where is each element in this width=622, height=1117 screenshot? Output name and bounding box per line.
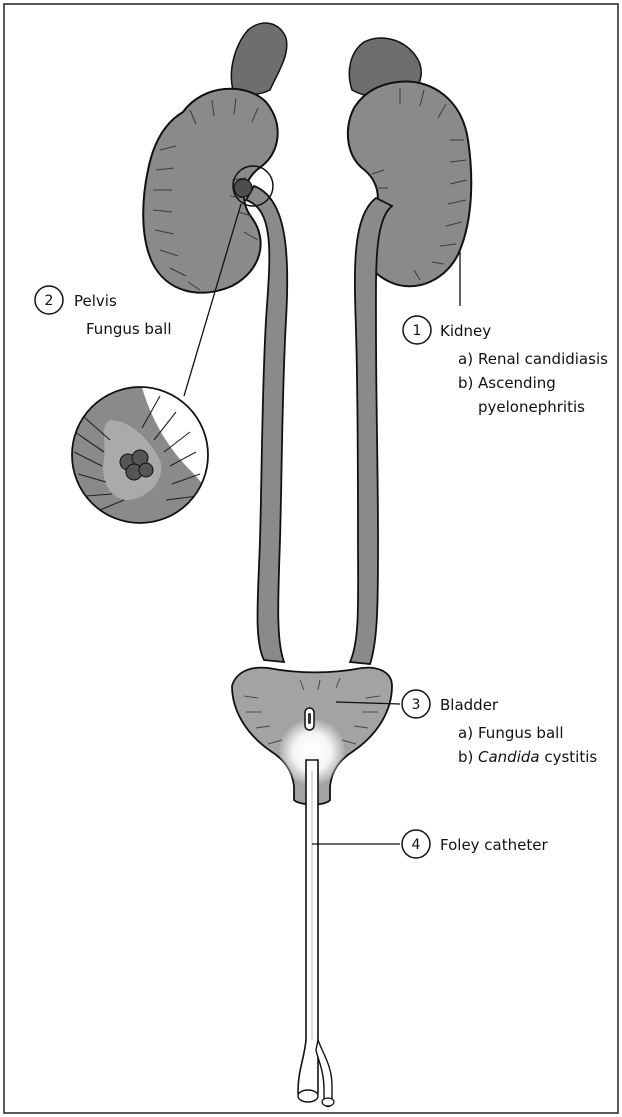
- callout-number: 1: [413, 323, 422, 339]
- callout-item-text: pyelonephritis: [478, 398, 585, 416]
- callout-foley-catheter: 4 Foley catheter: [402, 830, 548, 858]
- callout-kidney: 1 Kidney a) Renal candidiasis b) Ascendi…: [403, 316, 608, 416]
- callout-item-text: Fungus ball: [86, 320, 171, 338]
- callout-number: 4: [412, 837, 421, 853]
- callout-bladder: 3 Bladder a) Fungus ball b) Candida cyst…: [402, 690, 597, 766]
- callout-pelvis: 2 Pelvis Fungus ball: [35, 286, 171, 338]
- left-adrenal-gland: [231, 23, 286, 94]
- callout-item-marker: b): [458, 374, 473, 392]
- callout-title: Foley catheter: [440, 836, 548, 854]
- pelvis-zoom-inset: [60, 380, 220, 530]
- callout-item-marker: a): [458, 350, 473, 368]
- callout-item-marker: a): [458, 724, 473, 742]
- foley-catheter: [298, 760, 334, 1107]
- callout-item-text: Ascending: [478, 374, 556, 392]
- callout-item-text: Candida cystitis: [478, 748, 597, 766]
- callout-number: 3: [412, 697, 421, 713]
- callout-title: Kidney: [440, 322, 491, 340]
- pelvis-fungus-ball: [234, 179, 252, 197]
- callout-number: 2: [45, 293, 54, 309]
- callout-item-text: Renal candidiasis: [478, 350, 608, 368]
- callout-title: Pelvis: [74, 292, 117, 310]
- callout-item-text: Fungus ball: [478, 724, 563, 742]
- callout-title: Bladder: [440, 696, 499, 714]
- callout-item-marker: b): [458, 748, 473, 766]
